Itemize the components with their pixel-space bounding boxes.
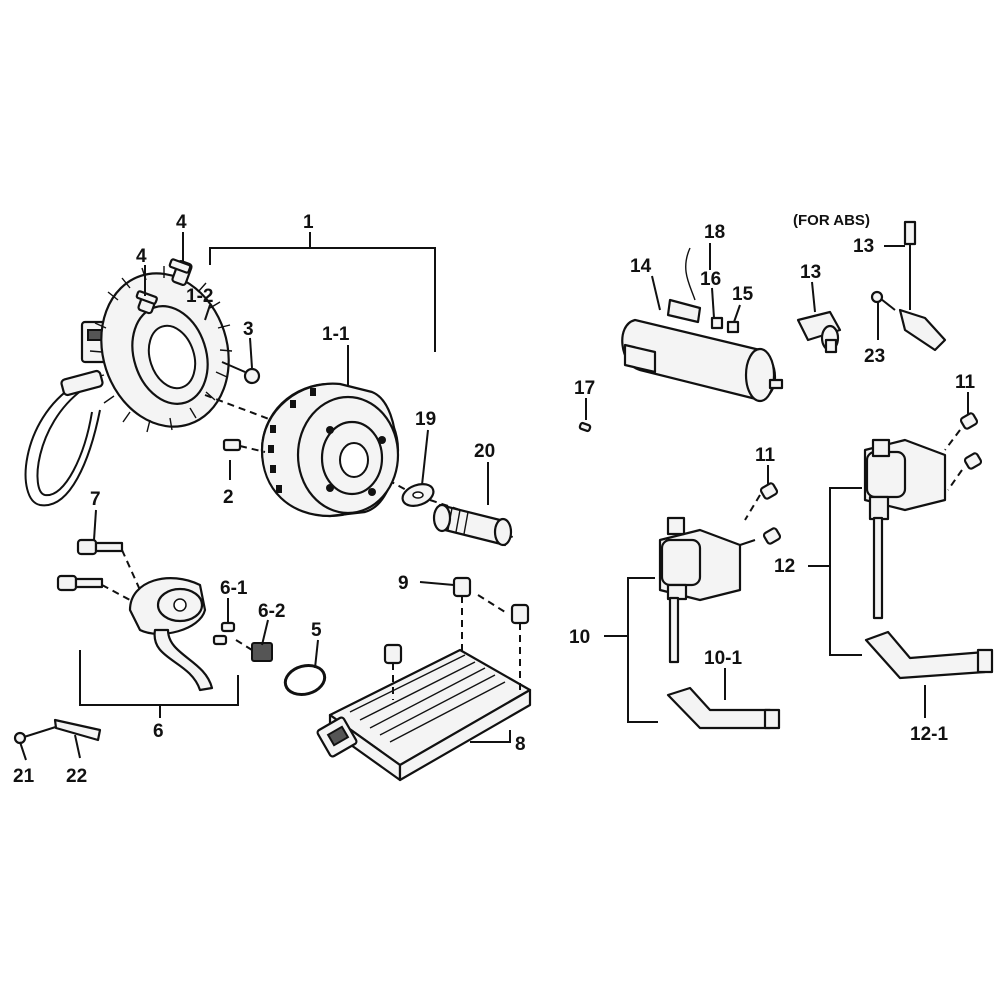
bolt-11-coil-10 xyxy=(744,482,782,545)
label-11-upper: 11 xyxy=(955,372,976,393)
part-6-1 xyxy=(212,621,236,646)
label-13-left: 13 xyxy=(800,262,821,283)
label-16: 16 xyxy=(700,269,721,290)
label-4-lower: 4 xyxy=(136,246,147,267)
label-19: 19 xyxy=(415,409,436,430)
label-2: 2 xyxy=(223,487,234,508)
label-9: 9 xyxy=(398,573,409,594)
plug-cap-12-1 xyxy=(864,630,994,680)
label-7: 7 xyxy=(90,489,101,510)
screw-3 xyxy=(221,361,261,385)
label-10: 10 xyxy=(569,627,590,648)
sensor-13-left xyxy=(796,310,842,354)
label-1-1: 1-1 xyxy=(322,324,350,345)
sensor-13-abs xyxy=(898,220,947,352)
label-1: 1 xyxy=(303,212,314,233)
label-13-abs: 13 xyxy=(853,236,874,257)
label-12-1: 12-1 xyxy=(910,724,948,745)
bolt-4-lower xyxy=(135,290,158,315)
label-22: 22 xyxy=(66,766,87,787)
label-15: 15 xyxy=(732,284,754,305)
label-6: 6 xyxy=(153,721,164,742)
label-11-lower: 11 xyxy=(755,445,776,466)
label-1-2: 1-2 xyxy=(186,286,213,307)
pulser-part xyxy=(128,577,214,692)
label-12: 12 xyxy=(774,556,795,577)
label-8: 8 xyxy=(515,734,526,755)
label-10-1: 10-1 xyxy=(704,648,742,669)
part-6-2 xyxy=(235,639,273,662)
bolt-11-coil-12 xyxy=(944,412,983,491)
label-3: 3 xyxy=(243,319,254,340)
label-14: 14 xyxy=(630,256,652,277)
gear-20 xyxy=(432,503,513,547)
label-for-abs: (FOR ABS) xyxy=(793,212,870,229)
regulator-part xyxy=(316,648,532,782)
bolt-9-front xyxy=(383,643,403,700)
label-6-2: 6-2 xyxy=(258,601,285,622)
ignition-coil-10 xyxy=(658,516,756,664)
label-20: 20 xyxy=(474,441,495,462)
bolt-2 xyxy=(222,438,266,453)
bolt-9-left xyxy=(452,576,472,655)
label-23: 23 xyxy=(864,346,885,367)
bolt-23 xyxy=(870,290,896,311)
label-21: 21 xyxy=(13,766,35,787)
flywheel-part xyxy=(260,382,400,518)
label-17: 17 xyxy=(574,378,595,399)
starter-motor-part xyxy=(621,298,784,403)
label-5: 5 xyxy=(311,620,322,641)
plug-cap-10-1 xyxy=(666,686,781,730)
stator-part xyxy=(24,266,233,507)
bolt-9-right xyxy=(477,594,530,690)
label-4-upper: 4 xyxy=(176,212,187,233)
bolt-7-upper xyxy=(76,538,141,591)
label-18: 18 xyxy=(704,222,725,243)
washer-19 xyxy=(401,483,435,507)
bolt-7-lower xyxy=(56,574,131,601)
ignition-coil-12 xyxy=(863,438,947,620)
oring-5 xyxy=(283,664,327,696)
band-22 xyxy=(53,718,102,742)
label-6-1: 6-1 xyxy=(220,578,248,599)
pin-17 xyxy=(578,421,592,433)
bolt-4-upper xyxy=(168,258,193,286)
